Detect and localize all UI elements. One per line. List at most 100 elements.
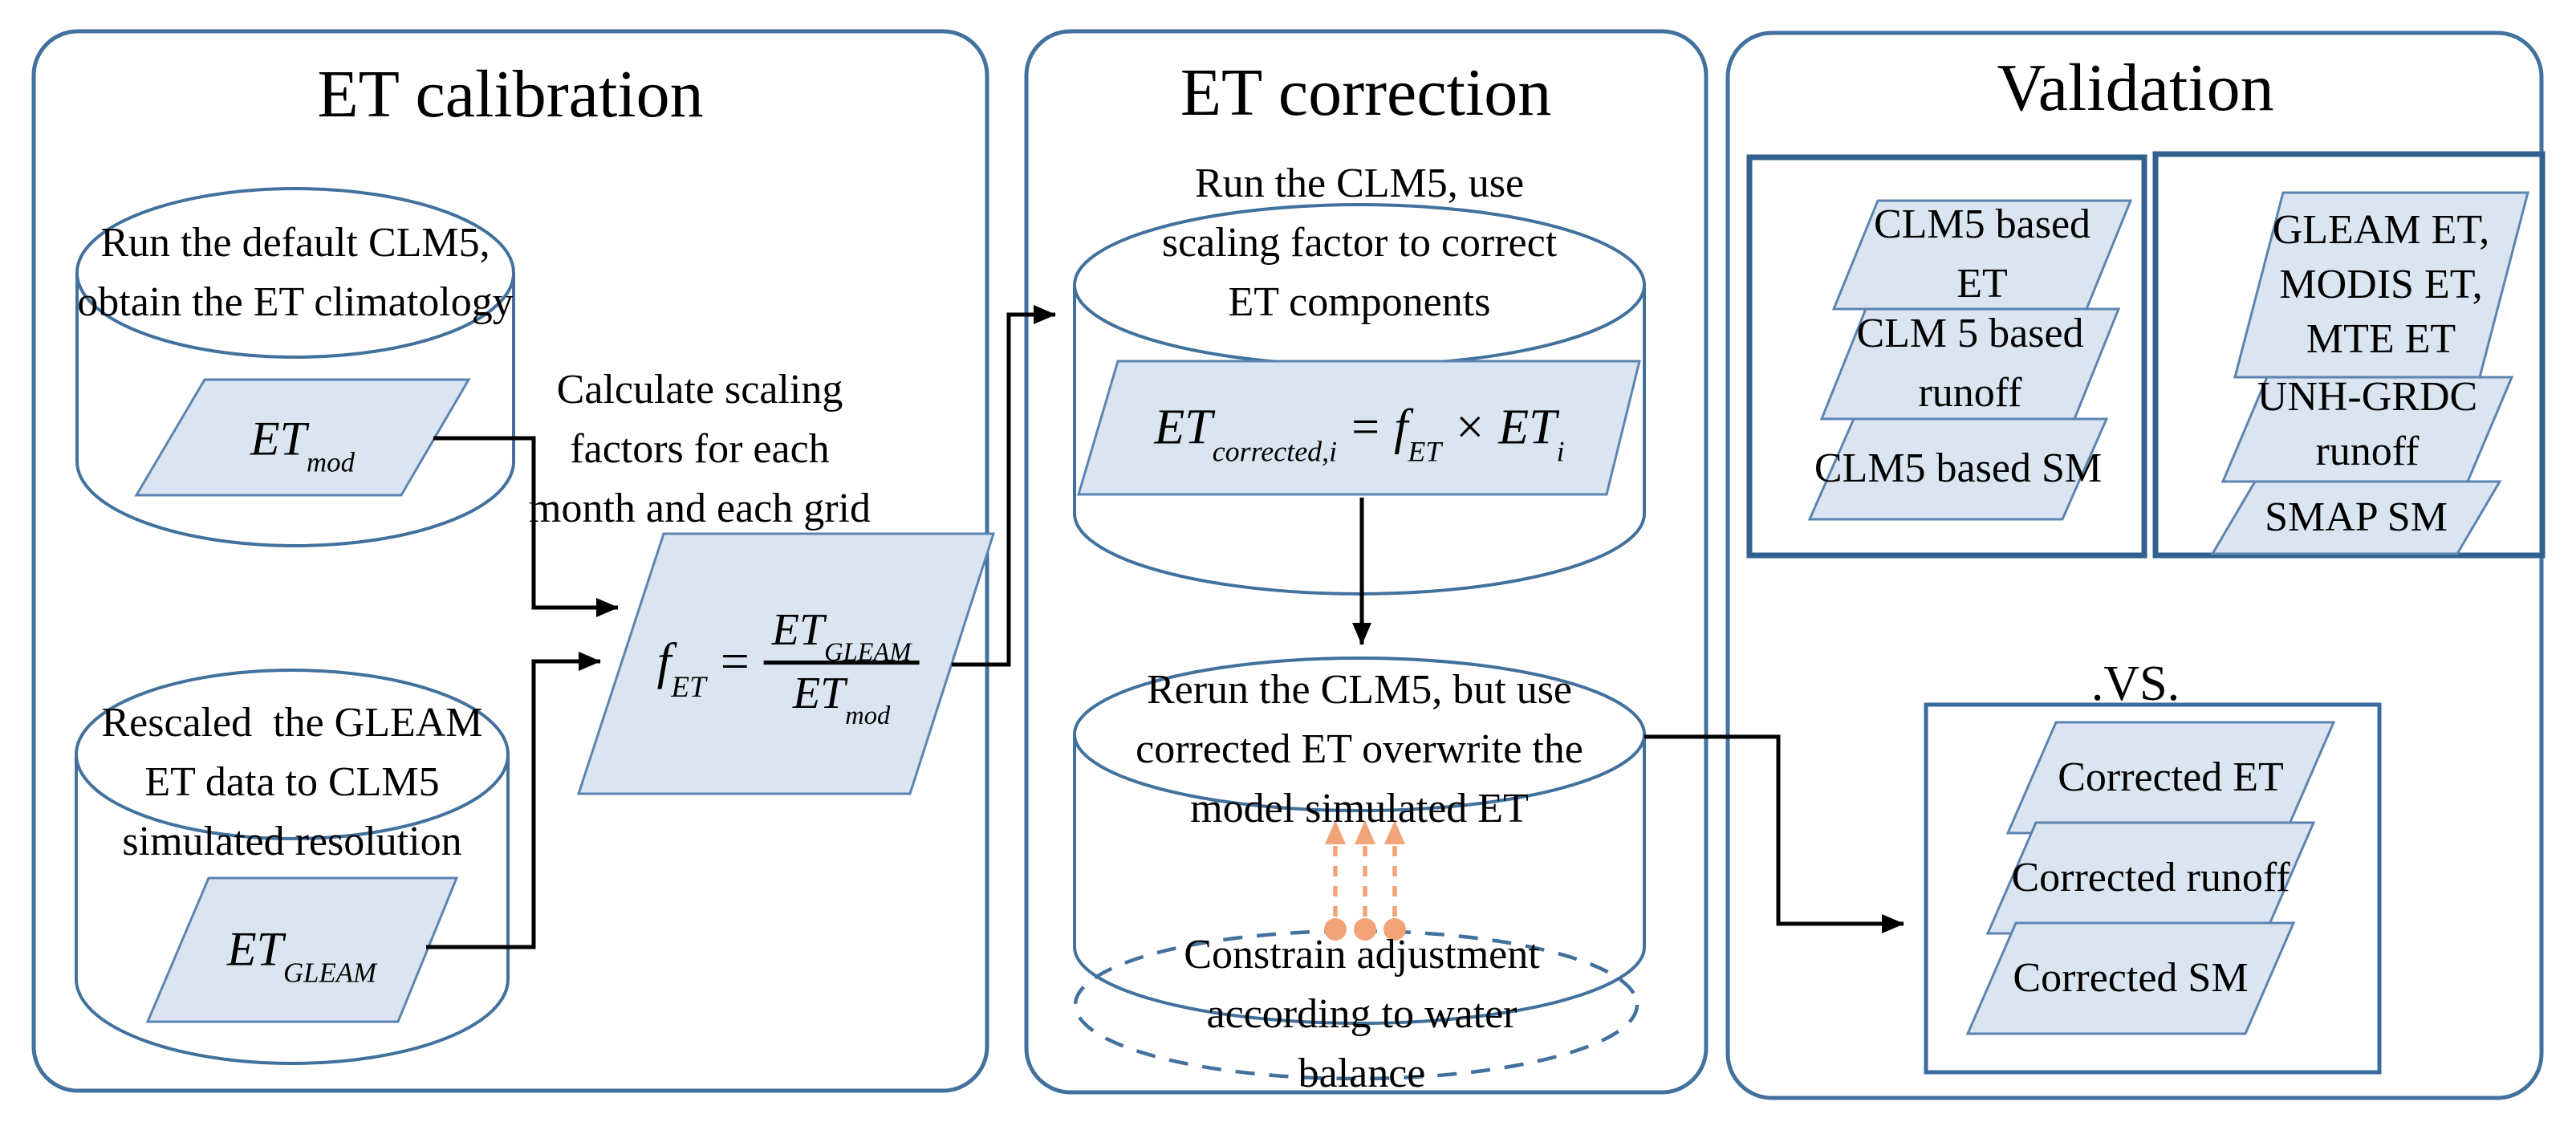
text-line: Run the default CLM5, — [100, 220, 490, 266]
text-line: ET data to CLM5 — [144, 759, 440, 805]
formula-fraction: ETGLEAM ETmod — [763, 603, 920, 730]
text-line: MTE ET — [2306, 316, 2456, 362]
panel-title-calibration-label: ET calibration — [317, 57, 704, 132]
text-line: runoff — [1918, 370, 2022, 416]
cylinder-gleam-rescale-text: Rescaled the GLEAM ET data to CLM5 simul… — [101, 693, 482, 872]
constraint-dot — [1324, 918, 1347, 941]
fraction-numerator: ETGLEAM — [763, 603, 920, 668]
text-line: CLM5 based — [1873, 201, 2091, 247]
arrow-formula-to-correction — [952, 305, 1056, 667]
text-line: Rerun the CLM5, but use — [1146, 667, 1573, 713]
label-corrected-et: Corrected ET — [2058, 748, 2284, 807]
constraint-dot — [1354, 918, 1376, 941]
constraint-arrows — [1324, 820, 1406, 941]
data-corrected-et-formula — [1076, 360, 1641, 496]
cylinder-default-clm5-text: Run the default CLM5, obtain the ET clim… — [77, 213, 514, 332]
label-et-gleam-base: ET — [226, 922, 284, 976]
factor-sub: ET — [1408, 435, 1442, 468]
times-sign: × — [1456, 400, 1485, 455]
text-line: CLM 5 based — [1856, 311, 2084, 356]
fraction-denominator: ETmod — [792, 665, 890, 730]
text-line: SMAP SM — [2265, 494, 2448, 540]
equals-sign: = — [1351, 400, 1380, 455]
formula-lhs-base: f — [656, 632, 672, 689]
note-calculate-scaling: Calculate scaling factors for each month… — [529, 360, 871, 539]
label-clm5-et: CLM5 based ET — [1874, 195, 2090, 314]
data-et-mod — [134, 378, 471, 497]
cylinder-run-clm5-text: Run the CLM5, use scaling factor to corr… — [1162, 154, 1557, 332]
cylinder-rerun-clm5-top — [1073, 657, 1646, 812]
rhs-base: ET — [1498, 400, 1557, 455]
constraint-text: Constrain adjustment according to water … — [1184, 925, 1539, 1104]
text-line: UNH-GRDC — [2257, 374, 2478, 420]
formula-lhs: ETcorrected,i — [1154, 400, 1337, 466]
text-line: month and each grid — [529, 486, 871, 531]
text-line: Corrected SM — [2013, 955, 2249, 1001]
panel-title-validation-label: Validation — [1997, 51, 2274, 125]
data-corrected-sm — [1965, 921, 2296, 1035]
constraint-dot — [1383, 918, 1406, 941]
text-line: model simulated ET — [1190, 786, 1529, 831]
panel-title-correction: ET correction — [1180, 55, 1552, 132]
text-line: according to water — [1206, 991, 1518, 1037]
label-corrected-runoff: Corrected runoff — [2011, 848, 2290, 908]
text-line: simulated resolution — [122, 819, 462, 864]
formula-lhs-base: ET — [1154, 400, 1213, 455]
text-line: Corrected runoff — [2011, 855, 2290, 900]
constraint-arrow-head — [1325, 820, 1346, 844]
arrow-etgleam-to-formula — [426, 652, 601, 949]
label-unh-grdc-runoff: UNH-GRDC runoff — [2257, 370, 2477, 479]
label-clm5-runoff: CLM 5 based runoff — [1856, 304, 2083, 423]
formula-lhs: fET — [656, 632, 706, 702]
text-line: CLM5 based SM — [1814, 445, 2103, 491]
text-line: runoff — [2315, 429, 2420, 474]
denominator-base: ET — [792, 669, 846, 719]
numerator-sub: GLEAM — [824, 638, 912, 668]
formula-corrected-et: ETcorrected,i = fET × ETi — [1154, 400, 1564, 466]
constraint-arrow-head — [1384, 820, 1405, 844]
arrow-etmod-to-formula — [433, 436, 619, 617]
text-line: Rescaled the GLEAM — [101, 700, 483, 746]
panel-title-correction-label: ET correction — [1180, 55, 1552, 130]
ellipse-water-balance-constraint — [1073, 929, 1639, 1081]
data-smap-sm — [2210, 480, 2502, 555]
cylinder-default-clm5-top — [75, 187, 515, 359]
formula-rhs: ETi — [1498, 400, 1564, 466]
text-line: Constrain adjustment — [1184, 932, 1540, 978]
data-et-gleam — [145, 876, 459, 1023]
label-clm5-sm: CLM5 based SM — [1814, 439, 2102, 498]
cylinder-gleam-rescale-top — [75, 669, 510, 840]
cylinder-rerun-clm5-body — [1073, 734, 1646, 1025]
label-et-mod: ETmod — [250, 412, 355, 477]
label-reference-et: GLEAM ET, MODIS ET, MTE ET — [2273, 203, 2490, 367]
label-smap-sm: SMAP SM — [2265, 490, 2448, 545]
formula-scaling-factor: fET = ETGLEAM ETmod — [656, 603, 920, 730]
vs-label-text: .VS. — [2090, 657, 2180, 711]
panel-title-calibration: ET calibration — [317, 56, 703, 133]
label-et-mod-base: ET — [250, 412, 307, 465]
constraint-arrow-head — [1355, 820, 1375, 844]
text-line: corrected ET overwrite the — [1136, 726, 1583, 772]
text-line: ET components — [1228, 279, 1491, 325]
text-line: factors for each — [570, 426, 830, 472]
factor-base: f — [1394, 400, 1408, 455]
label-et-gleam: ETGLEAM — [226, 922, 376, 987]
panel-title-validation: Validation — [1997, 50, 2273, 127]
text-line: Calculate scaling — [556, 367, 843, 413]
numerator-base: ET — [771, 605, 825, 656]
text-line: scaling factor to correct — [1161, 220, 1558, 266]
label-et-gleam-sub: GLEAM — [283, 957, 377, 989]
text-line: obtain the ET climatology — [77, 279, 514, 325]
label-corrected-sm: Corrected SM — [2013, 949, 2248, 1008]
formula-lhs-sub: ET — [671, 670, 706, 704]
cylinder-rerun-clm5-text: Rerun the CLM5, but use corrected ET ove… — [1136, 661, 1583, 839]
formula-lhs-sub: corrected,i — [1212, 435, 1338, 468]
denominator-sub: mod — [845, 701, 891, 731]
text-line: balance — [1298, 1051, 1426, 1096]
arrow-rerun-to-corrected-box — [1644, 734, 1904, 933]
text-line: Corrected ET — [2058, 754, 2284, 800]
data-clm5-sm — [1807, 417, 2109, 521]
vs-label: .VS. — [2091, 654, 2180, 713]
rhs-sub: i — [1556, 435, 1565, 468]
